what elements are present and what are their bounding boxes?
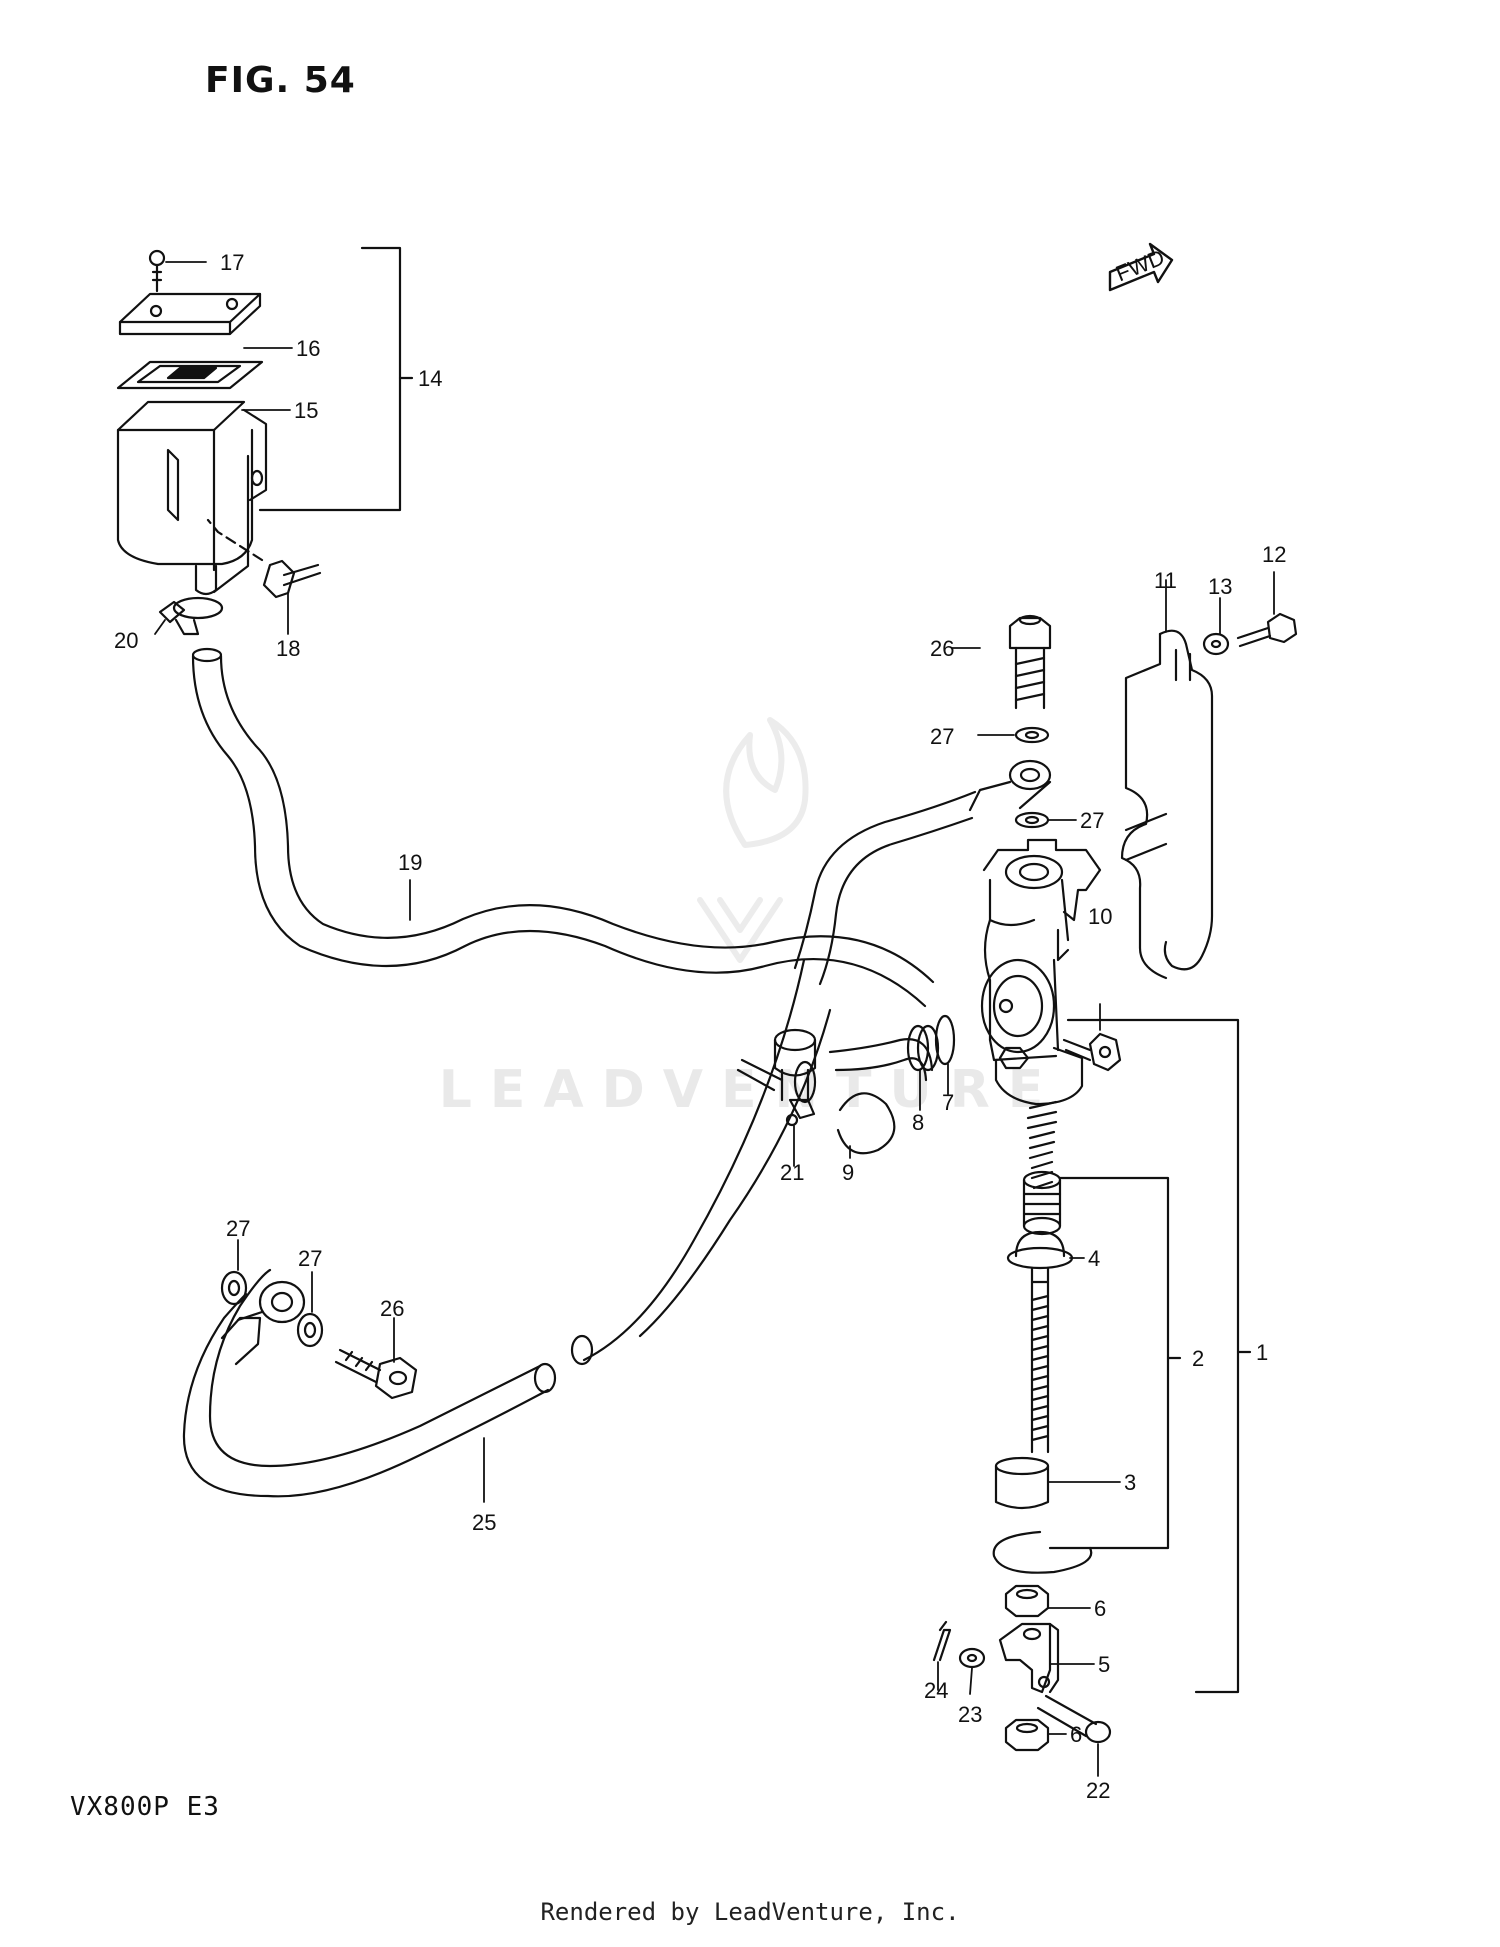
callout-15: 15 xyxy=(294,398,318,423)
callout-17: 17 xyxy=(220,250,244,275)
circlip xyxy=(992,1530,1093,1574)
callout-20: 20 xyxy=(114,628,138,653)
bolt-10 xyxy=(1062,1032,1122,1072)
bracket-11 xyxy=(1120,629,1214,980)
seal-3 xyxy=(994,1456,1050,1510)
bolt-18 xyxy=(262,559,322,599)
callout-4: 4 xyxy=(1088,1246,1100,1271)
callout-7: 7 xyxy=(942,1090,954,1115)
banjo-fitting-upper xyxy=(968,759,1052,812)
hose-joint xyxy=(773,1028,817,1104)
master-cylinder xyxy=(980,838,1102,1106)
clevis-pin-22 xyxy=(1036,1694,1112,1744)
clevis-5 xyxy=(998,1622,1060,1694)
washer-27-b xyxy=(1014,811,1050,829)
reservoir-body xyxy=(116,400,268,596)
callout-labels: 17 16 15 14 20 18 19 26 27 27 11 13 12 1… xyxy=(114,244,1286,1803)
callout-5: 5 xyxy=(1098,1652,1110,1677)
banjo-bolt-26-upper xyxy=(1008,614,1052,710)
cylinder-hose xyxy=(182,790,977,1498)
washer-27-a xyxy=(1014,726,1050,744)
model-code: VX800P E3 xyxy=(70,1792,220,1822)
bolt-12 xyxy=(1236,612,1298,648)
banjo-fitting-lower xyxy=(220,1280,306,1366)
callout-24: 24 xyxy=(924,1678,948,1703)
washer-13 xyxy=(1202,632,1230,656)
union-8 xyxy=(828,1024,940,1082)
dash-line-reservoir xyxy=(206,518,264,562)
nut-6-lower xyxy=(1004,1718,1050,1752)
boot-4 xyxy=(1006,1230,1074,1284)
leader-lines xyxy=(154,261,1275,1777)
banjo-bolt-26-lower xyxy=(334,1348,418,1400)
callout-19: 19 xyxy=(398,850,422,875)
reservoir-diaphragm xyxy=(116,360,264,390)
callout-12: 12 xyxy=(1262,542,1286,567)
callout-26-lower: 26 xyxy=(380,1296,404,1321)
callout-14: 14 xyxy=(418,366,442,391)
callout-21: 21 xyxy=(780,1160,804,1185)
clip-21 xyxy=(785,1098,816,1127)
spring xyxy=(1026,1100,1058,1190)
callout-23: 23 xyxy=(958,1702,982,1727)
cotter-pin-24 xyxy=(932,1620,952,1662)
callout-8: 8 xyxy=(912,1110,924,1135)
render-credit: Rendered by LeadVenture, Inc. xyxy=(540,1898,960,1926)
push-rod xyxy=(1030,1280,1050,1454)
callout-18: 18 xyxy=(276,636,300,661)
callout-27-c: 27 xyxy=(226,1216,250,1241)
bracket-lines xyxy=(258,246,1252,1694)
clamp-20 xyxy=(158,596,224,636)
callout-10: 10 xyxy=(1088,904,1112,929)
nut-6-upper xyxy=(1004,1584,1050,1618)
watermark-text: LEADVENTURE xyxy=(438,1060,1062,1120)
callout-27-d: 27 xyxy=(298,1246,322,1271)
callout-27-a: 27 xyxy=(930,724,954,749)
callout-27-b: 27 xyxy=(1080,808,1104,833)
callout-11: 11 xyxy=(1154,568,1177,593)
reservoir-hose xyxy=(191,647,935,1092)
callout-22: 22 xyxy=(1086,1778,1110,1803)
callout-3: 3 xyxy=(1124,1470,1136,1495)
callout-13: 13 xyxy=(1208,574,1232,599)
washer-27-c xyxy=(220,1270,248,1306)
callout-9: 9 xyxy=(842,1160,854,1185)
screw-17 xyxy=(148,249,166,293)
washer-27-d xyxy=(296,1312,324,1348)
washer-23 xyxy=(958,1647,986,1669)
watermark-logo xyxy=(697,717,809,963)
callout-2: 2 xyxy=(1192,1346,1204,1371)
callout-1: 1 xyxy=(1256,1340,1268,1365)
circlip-9 xyxy=(836,1092,896,1155)
o-ring-7 xyxy=(934,1014,956,1066)
fwd-arrow-icon xyxy=(1108,242,1174,292)
figure-title: FIG. 54 xyxy=(205,60,356,101)
callout-6-lower: 6 xyxy=(1070,1722,1082,1747)
callout-6-upper: 6 xyxy=(1094,1596,1106,1621)
callout-26-upper: 26 xyxy=(930,636,954,661)
reservoir-cap xyxy=(118,292,262,336)
piston xyxy=(1022,1170,1062,1236)
callout-16: 16 xyxy=(296,336,320,361)
callout-25: 25 xyxy=(472,1510,496,1535)
